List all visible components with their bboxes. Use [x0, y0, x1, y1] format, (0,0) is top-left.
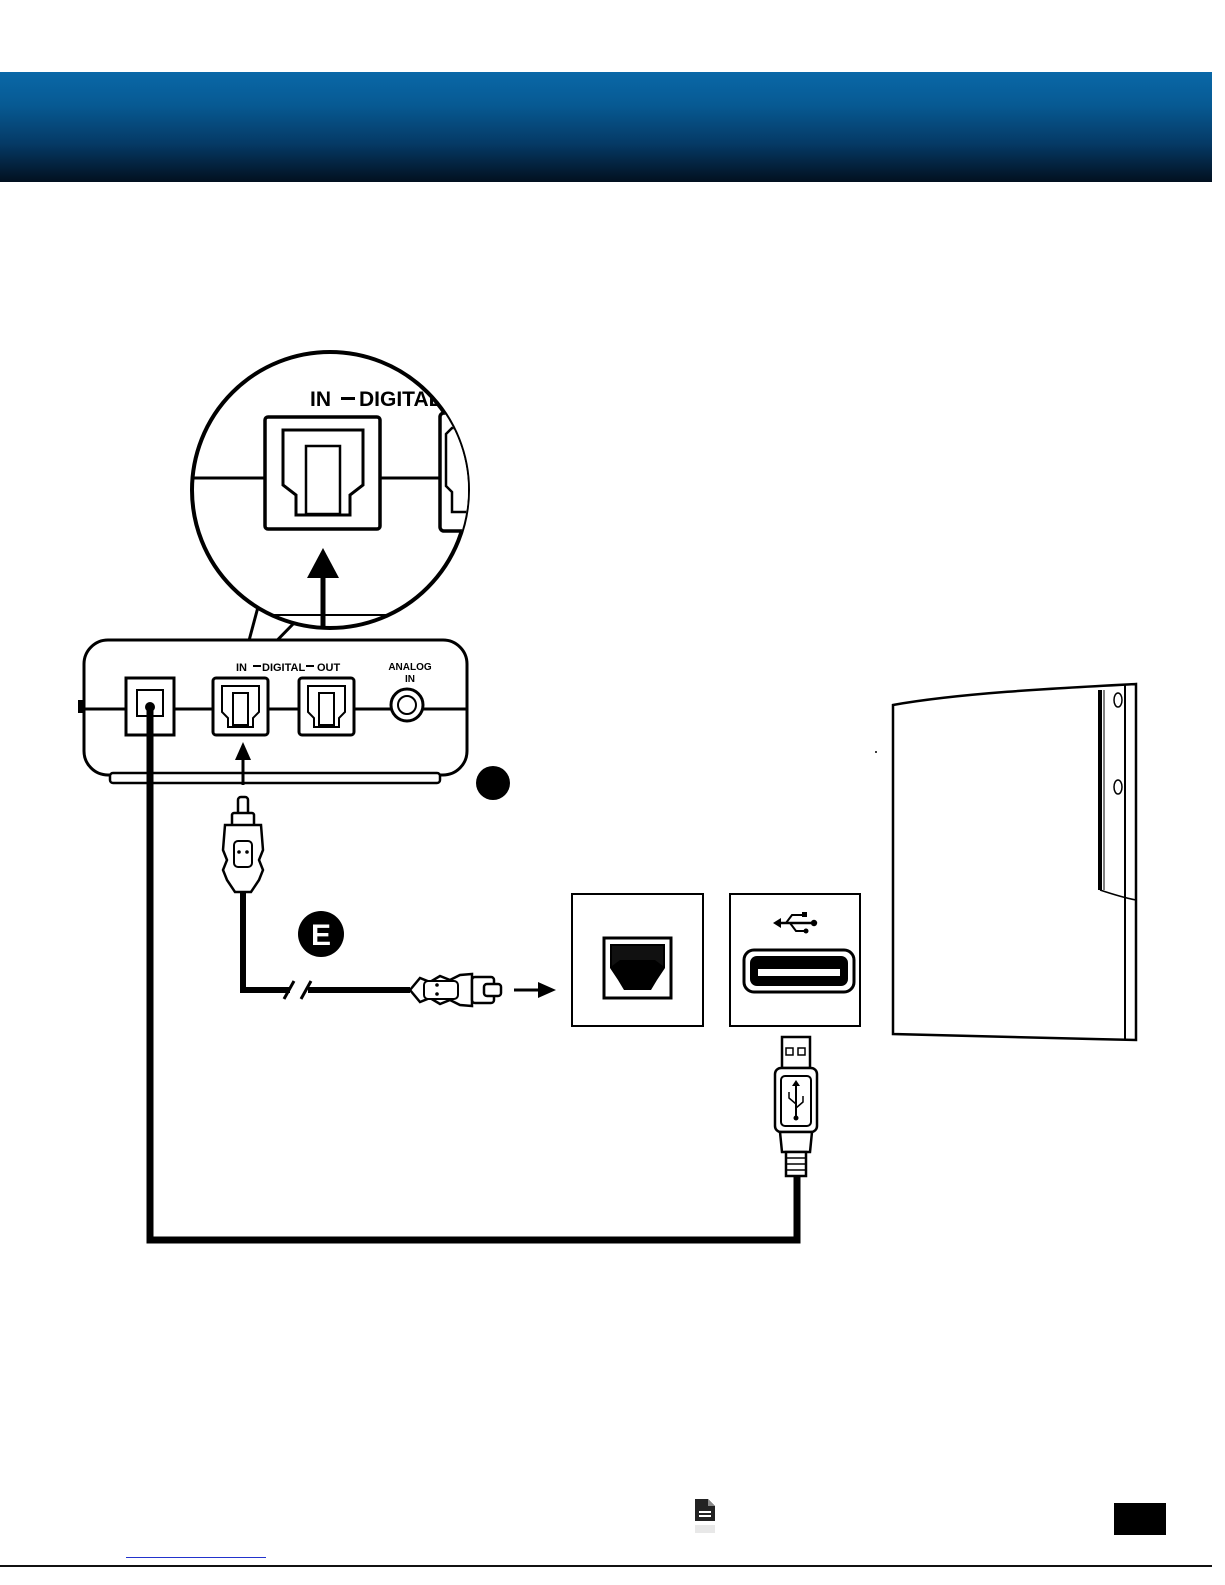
- footer-rule: [0, 1565, 1212, 1567]
- receiver-label-analog: ANALOG: [388, 662, 432, 673]
- zoom-callout: IN DIGITAL: [190, 352, 500, 663]
- receiver-label-out: OUT: [317, 662, 341, 674]
- footer-link-underline[interactable]: [126, 1557, 266, 1558]
- receiver-label-in: IN: [236, 662, 247, 674]
- step-marker-dot: [476, 766, 510, 800]
- optical-cable: [223, 797, 501, 1006]
- usb-plug: [775, 1037, 817, 1176]
- document-icon: [692, 1497, 718, 1535]
- step-marker-e: E: [298, 911, 344, 957]
- page-number-box: [1114, 1503, 1166, 1535]
- step-marker-letter: E: [311, 919, 331, 952]
- receiver-label-digital: DIGITAL: [262, 662, 305, 674]
- console-optical-port: [572, 894, 703, 1026]
- zoom-label-in: IN: [310, 388, 331, 411]
- receiver-label-analog-in: IN: [405, 674, 415, 685]
- console-usb-port: [730, 894, 860, 1026]
- game-console: [875, 684, 1136, 1040]
- receiver-unit: IN DIGITAL OUT ANALOG IN: [78, 640, 467, 783]
